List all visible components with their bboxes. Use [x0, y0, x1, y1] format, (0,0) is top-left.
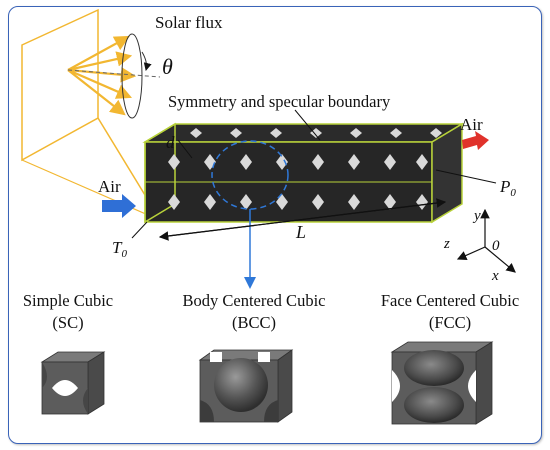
- p0-label: P0: [499, 177, 516, 199]
- axis-x-label: x: [491, 268, 499, 284]
- solar-flux-label: Solar flux: [155, 13, 223, 32]
- bcc-abbr: (BCC): [232, 313, 276, 332]
- solar-source: [21, 8, 161, 216]
- bcc-unit-cell: [198, 349, 294, 423]
- symmetry-label: Symmetry and specular boundary: [168, 92, 391, 111]
- length-dimension: [158, 198, 447, 241]
- length-label: L: [295, 222, 306, 242]
- porous-channel: [142, 122, 465, 224]
- t0-label: T0: [112, 238, 127, 260]
- sc-unit-cell: [40, 351, 106, 415]
- d-leader: [177, 139, 193, 159]
- coordinate-axes: [456, 208, 516, 273]
- fcc-abbr: (FCC): [429, 313, 471, 332]
- theta-label: θ: [162, 54, 173, 79]
- air-inlet-arrow: [102, 194, 136, 218]
- axis-y-label: y: [472, 208, 481, 224]
- axis-origin-label: 0: [492, 238, 500, 254]
- air-inlet-label: Air: [98, 177, 121, 196]
- air-outlet-arrow: [462, 131, 489, 150]
- sc-name: Simple Cubic: [23, 291, 113, 310]
- d-label: d: [166, 133, 175, 152]
- bcc-name: Body Centered Cubic: [183, 291, 326, 310]
- p0-leader: [435, 169, 497, 184]
- sc-abbr: (SC): [52, 313, 83, 332]
- t0-leader: [131, 221, 148, 239]
- unit-cell-highlight: [211, 140, 289, 210]
- pore-pattern: [168, 128, 442, 210]
- fcc-unit-cell: [390, 341, 494, 425]
- axis-z-label: z: [443, 236, 450, 252]
- air-outlet-label: Air: [460, 115, 483, 134]
- symmetry-leader: [294, 109, 321, 141]
- fcc-name: Face Centered Cubic: [381, 291, 519, 310]
